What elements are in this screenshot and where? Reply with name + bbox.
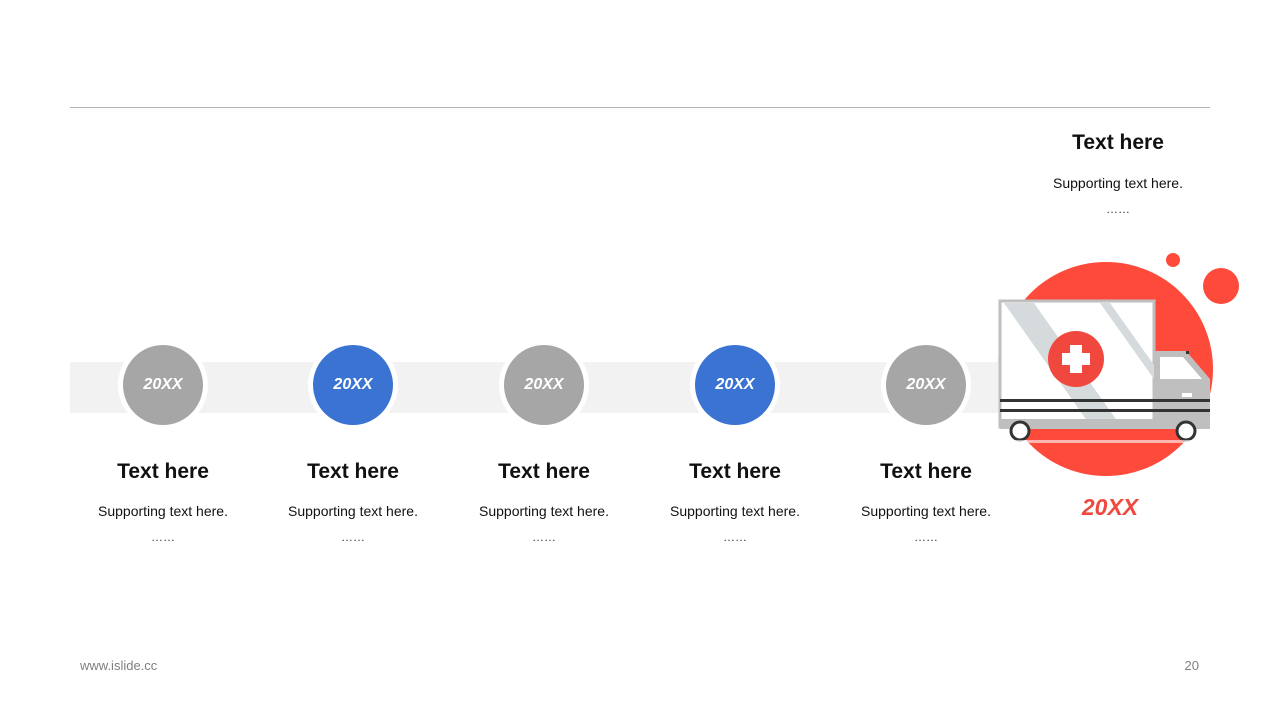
milestone-ellipsis: ……	[151, 530, 175, 544]
milestone-circle-ring: 20XX	[499, 340, 589, 430]
milestone-ellipsis: ……	[914, 530, 938, 544]
milestone-ellipsis: ……	[723, 530, 747, 544]
wheel	[1175, 420, 1197, 442]
header-divider	[70, 107, 1210, 108]
decor-dot-large	[1203, 268, 1239, 304]
footer-url: www.islide.cc	[80, 658, 158, 673]
wheel	[1009, 420, 1031, 442]
milestone-subtitle: Supporting text here.	[479, 503, 609, 519]
final-milestone-title: Text here	[1072, 131, 1164, 154]
year-label: 20XX	[143, 376, 183, 393]
year-label: 20XX	[524, 376, 564, 393]
ambulance-icon	[997, 253, 1239, 476]
milestone-subtitle: Supporting text here.	[670, 503, 800, 519]
year-badge: 20XX	[504, 345, 584, 425]
page-number: 20	[1184, 658, 1199, 673]
milestone-circle-ring: 20XX	[308, 340, 398, 430]
milestone-title: Text here	[498, 460, 590, 483]
milestone-subtitle: Supporting text here.	[288, 503, 418, 519]
milestone-circle-ring: 20XX	[118, 340, 208, 430]
milestone-circle-ring: 20XX	[881, 340, 971, 430]
final-milestone-subtitle: Supporting text here.	[1053, 175, 1183, 191]
milestone-ellipsis: ……	[341, 530, 365, 544]
year-badge: 20XX	[313, 345, 393, 425]
milestone-subtitle: Supporting text here.	[98, 503, 228, 519]
year-badge: 20XX	[886, 345, 966, 425]
year-label: 20XX	[333, 376, 373, 393]
milestone-ellipsis: ……	[532, 530, 556, 544]
final-milestone-ellipsis: ……	[1106, 202, 1130, 216]
year-badge: 20XX	[695, 345, 775, 425]
milestone-title: Text here	[689, 460, 781, 483]
milestone-circle-ring: 20XX	[690, 340, 780, 430]
year-badge: 20XX	[123, 345, 203, 425]
final-year-label: 20XX	[1081, 494, 1139, 520]
decor-dot-small	[1166, 253, 1180, 267]
year-label: 20XX	[906, 376, 946, 393]
milestone-title: Text here	[117, 460, 209, 483]
milestone-title: Text here	[307, 460, 399, 483]
cab-window	[1160, 357, 1202, 379]
year-label: 20XX	[715, 376, 755, 393]
milestone-subtitle: Supporting text here.	[861, 503, 991, 519]
milestone-title: Text here	[880, 460, 972, 483]
